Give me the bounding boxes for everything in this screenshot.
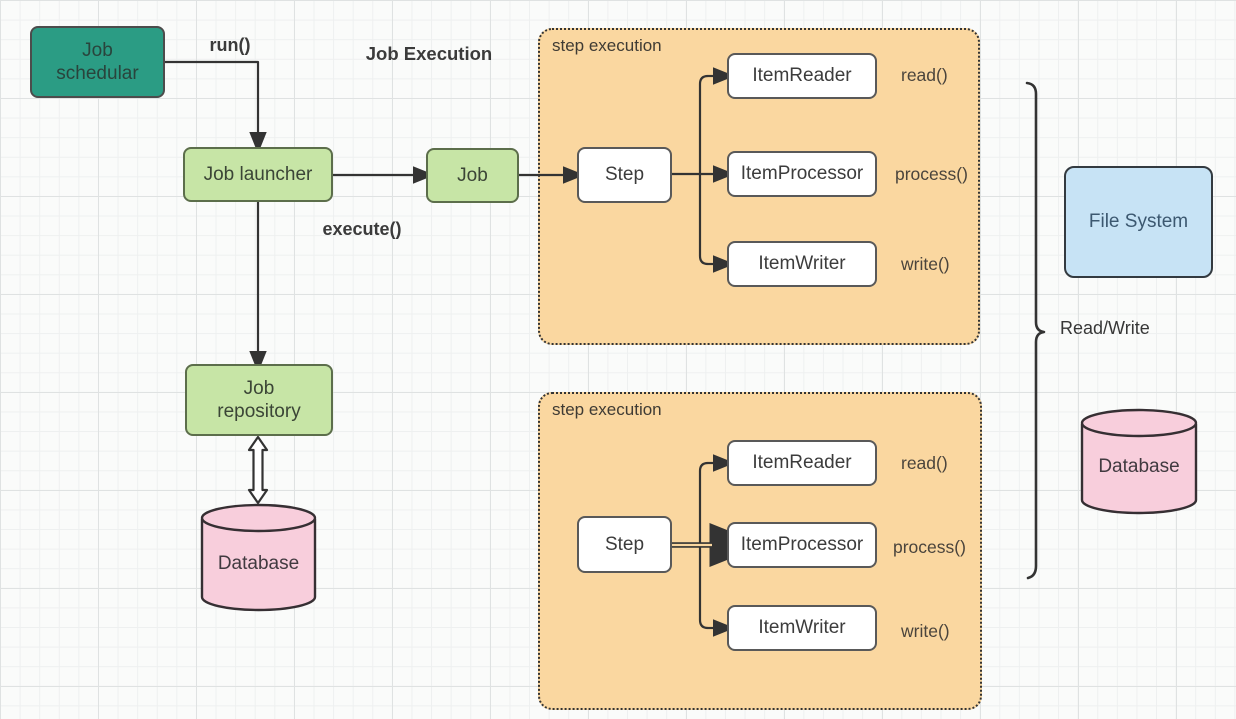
- read-write-label: Read/Write: [1060, 318, 1150, 338]
- job-node: Job: [426, 148, 519, 203]
- diagram-title: Job Execution: [365, 43, 493, 64]
- database-right-node: Database: [1080, 408, 1198, 516]
- itemreader1-node: ItemReader: [727, 53, 877, 99]
- run-label: run(): [209, 35, 251, 55]
- itemprocessor1-node: ItemProcessor: [727, 151, 877, 197]
- step2-node: Step: [577, 516, 672, 573]
- job-repository-node: Job repository: [185, 364, 333, 436]
- write2-label: write(): [901, 621, 950, 641]
- double-arrow-repository-database: [247, 435, 269, 505]
- execute-label: execute(): [322, 219, 402, 239]
- job-scheduler-node: Job schedular: [30, 26, 165, 98]
- file-system-node: File System: [1064, 166, 1213, 278]
- process1-label: process(): [895, 164, 968, 184]
- database-left-label: Database: [217, 552, 300, 574]
- arrow-scheduler-to-launcher: [165, 60, 267, 154]
- database-left-node: Database: [200, 503, 317, 613]
- write1-label: write(): [901, 254, 950, 274]
- database-right-label: Database: [1098, 456, 1180, 478]
- read-write-brace: [1025, 81, 1046, 580]
- read2-label: read(): [901, 453, 948, 473]
- branch-line-group1: [698, 74, 709, 266]
- step1-node: Step: [577, 147, 672, 203]
- database-cylinder-icon: [1080, 408, 1198, 515]
- itemprocessor2-node: ItemProcessor: [727, 522, 877, 568]
- itemreader2-node: ItemReader: [727, 440, 877, 486]
- job-launcher-node: Job launcher: [183, 147, 333, 202]
- read1-label: read(): [901, 65, 948, 85]
- itemwriter1-node: ItemWriter: [727, 241, 877, 287]
- itemwriter2-node: ItemWriter: [727, 605, 877, 651]
- process2-label: process(): [893, 537, 966, 557]
- step-execution-group-2-title: step execution: [552, 400, 662, 419]
- step-execution-group-1-title: step execution: [552, 36, 662, 55]
- database-cylinder-icon: [200, 503, 317, 612]
